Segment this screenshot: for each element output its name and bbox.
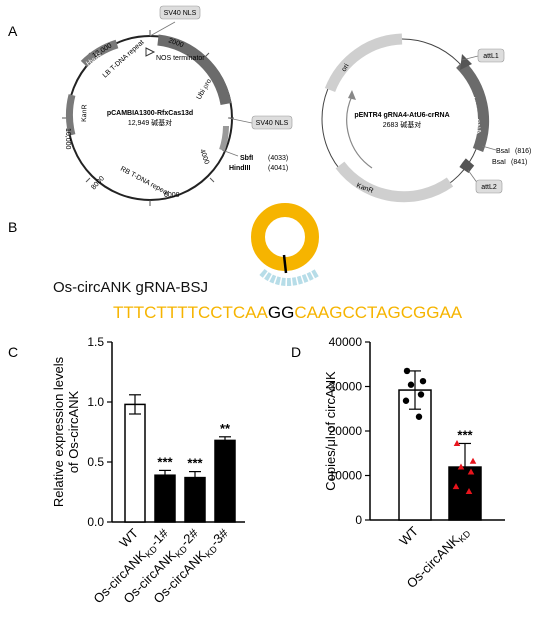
y-axis-label: of Os-circANK bbox=[66, 391, 81, 474]
tick-2000: 2000 bbox=[167, 37, 184, 49]
data-point bbox=[407, 381, 415, 388]
hygr-feature bbox=[80, 39, 119, 68]
x-tick-label: WT bbox=[116, 525, 141, 550]
sbfi-pos: (4033) bbox=[268, 155, 288, 162]
rb-label: RB T-DNA repeat bbox=[119, 166, 170, 198]
data-point bbox=[452, 483, 460, 490]
y-axis-label: Copies/μl of circANK bbox=[323, 371, 338, 491]
plasmid1-size: 12,949 碱基对 bbox=[128, 118, 172, 127]
data-point bbox=[469, 457, 477, 464]
hindiii-pos: (4041) bbox=[268, 165, 288, 172]
attl2-label: attL2 bbox=[481, 184, 497, 191]
plasmid-map-2: pENTR4 gRNA4-AtU6-crRNA 2683 碱基对 ori Kan… bbox=[321, 33, 531, 203]
bar bbox=[214, 439, 236, 523]
seq-right: CAAGCCTAGCGGAA bbox=[294, 303, 462, 322]
ori-label: ori bbox=[341, 62, 351, 73]
data-point bbox=[402, 397, 410, 404]
data-point bbox=[465, 488, 473, 495]
data-point bbox=[453, 439, 461, 446]
data-point bbox=[403, 367, 411, 375]
y-tick-label: 10000 bbox=[329, 469, 363, 483]
data-point bbox=[467, 468, 475, 475]
kanr-label-1: KanR bbox=[81, 104, 89, 122]
bar bbox=[154, 474, 176, 523]
panel-c-label: C bbox=[8, 344, 18, 360]
significance-label: ** bbox=[220, 421, 231, 436]
plasmid-map-1: pCAMBIA1300-RfxCas13d 12,949 碱基对 NOS ter… bbox=[62, 5, 293, 206]
hindiii-label: HindIII bbox=[229, 165, 250, 172]
data-point bbox=[415, 413, 423, 420]
y-tick-label: 20000 bbox=[329, 424, 363, 438]
tick-6000: 6000 bbox=[164, 192, 180, 199]
tick-4000: 4000 bbox=[198, 148, 210, 165]
panel-b-label: B bbox=[8, 219, 17, 235]
y-tick-label: 0 bbox=[355, 513, 362, 527]
y-tick-label: 1.0 bbox=[87, 395, 104, 409]
x-tick-label: WT bbox=[396, 523, 421, 548]
atu6-feature bbox=[456, 60, 490, 153]
y-tick-label: 0.5 bbox=[87, 455, 104, 469]
sv40-right-label: SV40 NLS bbox=[256, 120, 289, 127]
backsplice-junction-mark bbox=[282, 254, 288, 274]
data-point bbox=[457, 463, 465, 470]
grna-bsj-label: Os-circANK gRNA-BSJ bbox=[53, 279, 208, 296]
significance-label: *** bbox=[457, 427, 473, 442]
seq-junction: GG bbox=[268, 303, 294, 322]
kanr-feature-1 bbox=[65, 94, 76, 136]
y-tick-label: 0.0 bbox=[87, 515, 104, 529]
significance-label: *** bbox=[187, 456, 203, 471]
y-tick-label: 40000 bbox=[329, 335, 363, 349]
bar bbox=[184, 476, 206, 523]
sv40-top-label: SV40 NLS bbox=[164, 10, 197, 17]
panel-a-label: A bbox=[8, 23, 18, 39]
ori-feature bbox=[324, 33, 403, 93]
significance-label: *** bbox=[157, 454, 173, 469]
bar bbox=[124, 403, 146, 523]
y-tick-label: 1.5 bbox=[87, 335, 104, 349]
plasmid1-name: pCAMBIA1300-RfxCas13d bbox=[107, 110, 193, 117]
plasmid2-size: 2683 碱基对 bbox=[383, 120, 422, 129]
bsa1-label: BsaI bbox=[496, 148, 510, 155]
bsa2-pos: (841) bbox=[511, 159, 527, 166]
data-point bbox=[417, 391, 425, 398]
bsa1-pos: (816) bbox=[515, 148, 531, 155]
bar bbox=[448, 466, 482, 521]
plasmid2-name: pENTR4 gRNA4-AtU6-crRNA bbox=[354, 112, 449, 119]
data-point bbox=[419, 377, 427, 385]
rfxcas13d-feature bbox=[157, 34, 232, 106]
y-tick-label: 30000 bbox=[329, 380, 363, 394]
kanr-feature-2 bbox=[335, 161, 454, 203]
guide-rna-arc bbox=[259, 268, 321, 286]
attl1-label: attL1 bbox=[483, 53, 499, 60]
bsj-sequence: TTTCTTTTCCTCAAGGCAAGCCTAGCGGAA bbox=[113, 303, 463, 322]
bsa2-label: BsaI bbox=[492, 159, 506, 166]
bar bbox=[398, 389, 432, 521]
tick-10000: 10,000 bbox=[64, 128, 71, 150]
y-axis-label: Relative expression levels bbox=[51, 356, 66, 507]
seq-left: TTTCTTTTCCTCAA bbox=[113, 303, 269, 322]
sbfi-label: SbfI bbox=[240, 155, 253, 162]
panel-d-label: D bbox=[291, 344, 301, 360]
nos-label: NOS terminator bbox=[156, 55, 205, 62]
